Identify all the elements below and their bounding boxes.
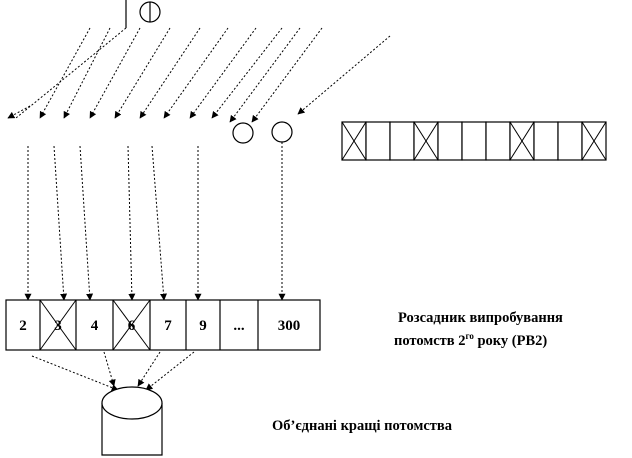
incoming-arrow-right [297,35,391,115]
strip-cell [557,121,583,161]
merge-line-3 [137,351,161,387]
merge-line-4 [145,351,195,391]
incoming-arrows [7,27,391,123]
strip-cell [389,121,415,161]
drop-line-2 [53,145,68,301]
strip-cross-b [413,121,439,161]
strip-cell [533,121,559,161]
nursery-cell-row: 2 3 4 6 7 9... 300 [5,299,321,351]
incoming-arrow-4 [114,27,171,119]
cell-label: 7 [164,318,172,334]
strip-cell [365,121,391,161]
incoming-arrow-5 [139,27,201,119]
strip-cross-b [509,121,535,161]
incoming-arrow-9 [229,27,301,123]
drop-line-5 [151,145,167,301]
merge-line-2 [103,351,116,387]
incoming-arrow-3 [89,27,141,119]
selected-circle-2 [271,121,293,143]
cell-label: 9 [199,318,207,334]
incoming-arrow-6 [163,27,229,119]
cell-label: 2 [19,318,27,334]
cell-label: 3 [54,318,62,334]
merged-container-icon [101,386,163,456]
cell-label: ... [233,318,245,334]
merge-line-1 [31,355,119,391]
strip-cross-b [581,121,607,161]
drop-line-4 [127,145,136,301]
cell-cross-b [39,299,77,351]
cell-label: 6 [128,318,136,334]
cell-label: 4 [91,318,99,334]
incoming-arrow-7 [189,27,257,119]
merge-lines [31,351,195,391]
selected-circles [232,121,293,144]
drop-line-3 [79,145,94,301]
cell-cross-b [112,299,151,351]
strip-cell [437,121,463,161]
incoming-arrow-10 [251,27,323,123]
cell-label: 300 [278,318,301,334]
incoming-arrow-8 [211,27,283,119]
strip-cell [485,121,511,161]
cylinder-top [101,386,163,420]
nursery-caption-line1: Розсадник випробування [398,310,563,326]
incoming-arrow-0 [7,105,31,119]
merged-caption: Об’єднані кращі потомства [272,418,453,434]
right-strip [341,121,607,161]
cell-row-frame [5,299,321,351]
selected-circle-1 [232,122,254,144]
strip-cell [461,121,487,161]
strip-cross-b [341,121,367,161]
nursery-caption-line2: потомств 2го року (РВ2) [394,331,547,349]
drop-lines [24,142,286,301]
incoming-arrow-2 [63,27,111,119]
incoming-arrow-1 [39,27,91,119]
top-source-marker [15,0,161,119]
